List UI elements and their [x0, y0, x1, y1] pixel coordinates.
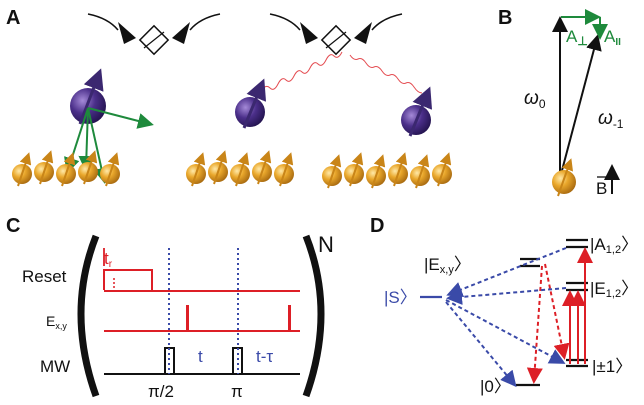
- free-evolution-t-minus-tau: t-τ: [256, 347, 273, 366]
- decay-arrow-1: [526, 265, 543, 384]
- nuclear-spin-chain-3: [322, 152, 452, 189]
- row-label-mw: MW: [40, 357, 70, 376]
- free-evolution-t: t: [198, 347, 203, 366]
- decay-arrow-2: [544, 263, 570, 360]
- nv-spin-a1: [70, 68, 106, 125]
- nv-spin-a2: [235, 78, 267, 129]
- row-label-reset: Reset: [22, 267, 67, 286]
- panel-c-label: C: [6, 215, 20, 237]
- photon-path-right: [349, 54, 423, 94]
- reset-duration-label: tr: [104, 249, 113, 270]
- row-label-exy: Ex,y: [46, 313, 67, 331]
- nuclear-spin-b: [552, 158, 576, 197]
- detector-left: [87, 13, 221, 56]
- hyperfine-arrow-4: [87, 107, 110, 184]
- b-field-indicator: B: [596, 164, 620, 198]
- reset-channel: [103, 248, 300, 292]
- nv-spin-a3: [401, 86, 433, 137]
- a-par-label: AII: [604, 27, 621, 48]
- readout-channel: [104, 305, 300, 332]
- repeat-count: N: [318, 232, 334, 257]
- pulse-pi: π: [231, 382, 243, 401]
- hyperfine-arrow-3: [87, 107, 154, 129]
- a-perp-label: A⊥: [566, 27, 588, 48]
- b-field-label: B: [596, 179, 607, 198]
- sequence-paren-right: [302, 234, 325, 398]
- omega0-label: ω0: [524, 88, 546, 111]
- pulse-pi-half: π/2: [148, 382, 174, 401]
- nuclear-spin-chain-1: [12, 150, 120, 187]
- level-a12-lines: [566, 238, 588, 249]
- level-a12-label: |A1,2〉: [590, 235, 638, 256]
- panel-a-label: A: [6, 7, 20, 29]
- panel-b-label: B: [498, 7, 512, 29]
- nuclear-spin-chain-2: [186, 150, 294, 187]
- isc-arrow-4: [445, 301, 517, 388]
- photon-path-left: [261, 51, 343, 91]
- level-exy-label: |Ex,y〉: [424, 255, 471, 276]
- level-pm1-label: |±1〉: [592, 357, 632, 376]
- sequence-paren-left: [77, 234, 100, 398]
- level-zero-label: |0〉: [480, 377, 511, 396]
- detector-right: [269, 13, 403, 56]
- level-s-label: |S〉: [384, 288, 417, 307]
- omega-minus1-label: ω-1: [598, 108, 624, 131]
- panel-d-label: D: [370, 215, 384, 237]
- isc-arrow-3: [445, 299, 566, 364]
- isc-arrow-2: [446, 287, 567, 305]
- omega-minus1-arrow: [559, 34, 602, 179]
- level-e12-label: |E1,2〉: [590, 279, 638, 300]
